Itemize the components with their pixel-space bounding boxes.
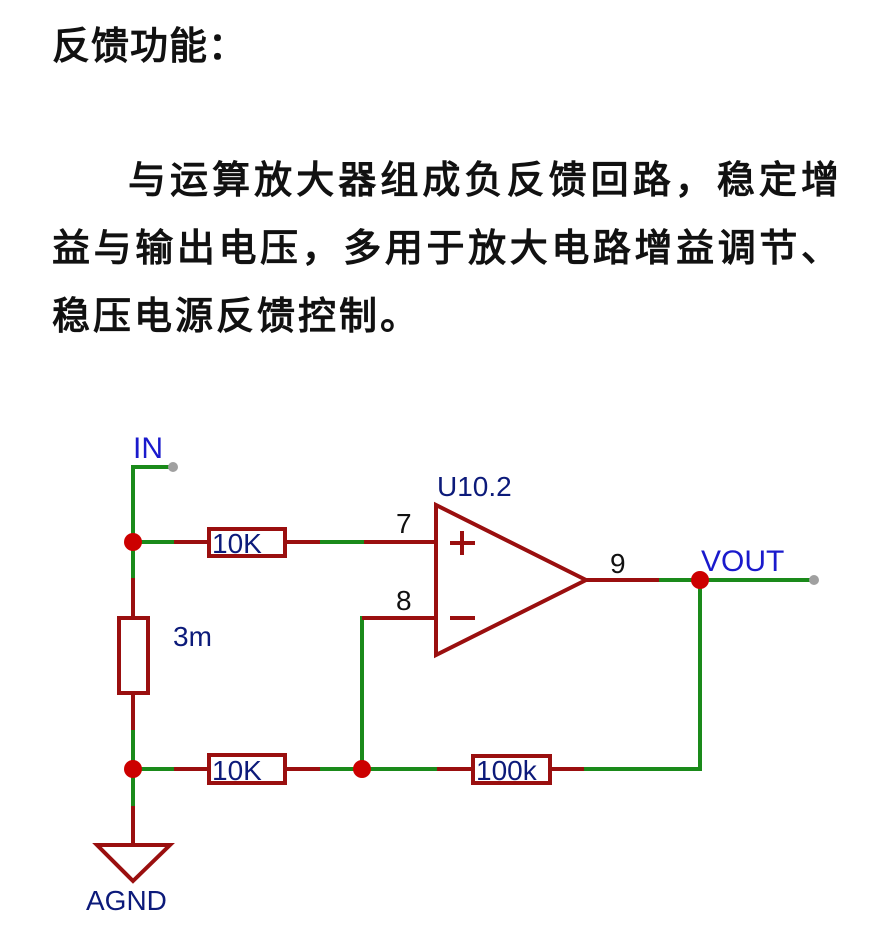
net-label-in: IN bbox=[133, 432, 163, 465]
junction-dot-in bbox=[124, 533, 142, 551]
net-label-agnd: AGND bbox=[86, 885, 167, 916]
feedback-network: 100k bbox=[360, 578, 702, 786]
net-label-vout: VOUT bbox=[701, 545, 784, 578]
junction-dot-vout bbox=[691, 571, 709, 589]
pin-7-label: 7 bbox=[396, 508, 412, 539]
resistor-body bbox=[117, 616, 150, 695]
resistor-ground-feedback[interactable]: 10K bbox=[131, 753, 364, 786]
resistor-value: 10K bbox=[212, 755, 262, 786]
plus-icon bbox=[450, 531, 475, 555]
wire-feedback-return bbox=[584, 578, 702, 771]
in-terminal[interactable] bbox=[168, 462, 178, 472]
resistor-input[interactable]: 10K bbox=[131, 527, 436, 559]
ground-symbol: AGND bbox=[86, 767, 175, 916]
pin-9-label: 9 bbox=[610, 548, 626, 579]
resistor-body bbox=[207, 753, 287, 785]
opamp-designator: U10.2 bbox=[437, 471, 512, 502]
opamp-triangle-icon bbox=[434, 501, 591, 659]
junction-dot-ground bbox=[124, 760, 142, 778]
wire-in-stub bbox=[131, 465, 174, 544]
net-vout: VOUT bbox=[659, 545, 819, 585]
wire-inverting bbox=[360, 616, 374, 771]
junction-dot-inverting bbox=[353, 760, 371, 778]
vout-terminal[interactable] bbox=[809, 575, 819, 585]
resistor-value: 3m bbox=[173, 621, 212, 652]
opamp-u10-2[interactable]: U10.2 7 8 9 bbox=[396, 471, 661, 659]
resistor-value: 10K bbox=[212, 528, 262, 559]
description-paragraph: 与运算放大器组成负反馈回路，稳定增益与输出电压，多用于放大电路增益调节、稳压电源… bbox=[52, 157, 842, 338]
net-in: IN bbox=[131, 432, 178, 544]
pin-8-label: 8 bbox=[396, 585, 412, 616]
resistor-feedback-value: 100k bbox=[476, 755, 538, 786]
section-heading: 反馈功能： bbox=[52, 23, 248, 68]
ground-icon bbox=[92, 843, 175, 884]
resistor-shunt[interactable]: 3m bbox=[117, 540, 212, 771]
